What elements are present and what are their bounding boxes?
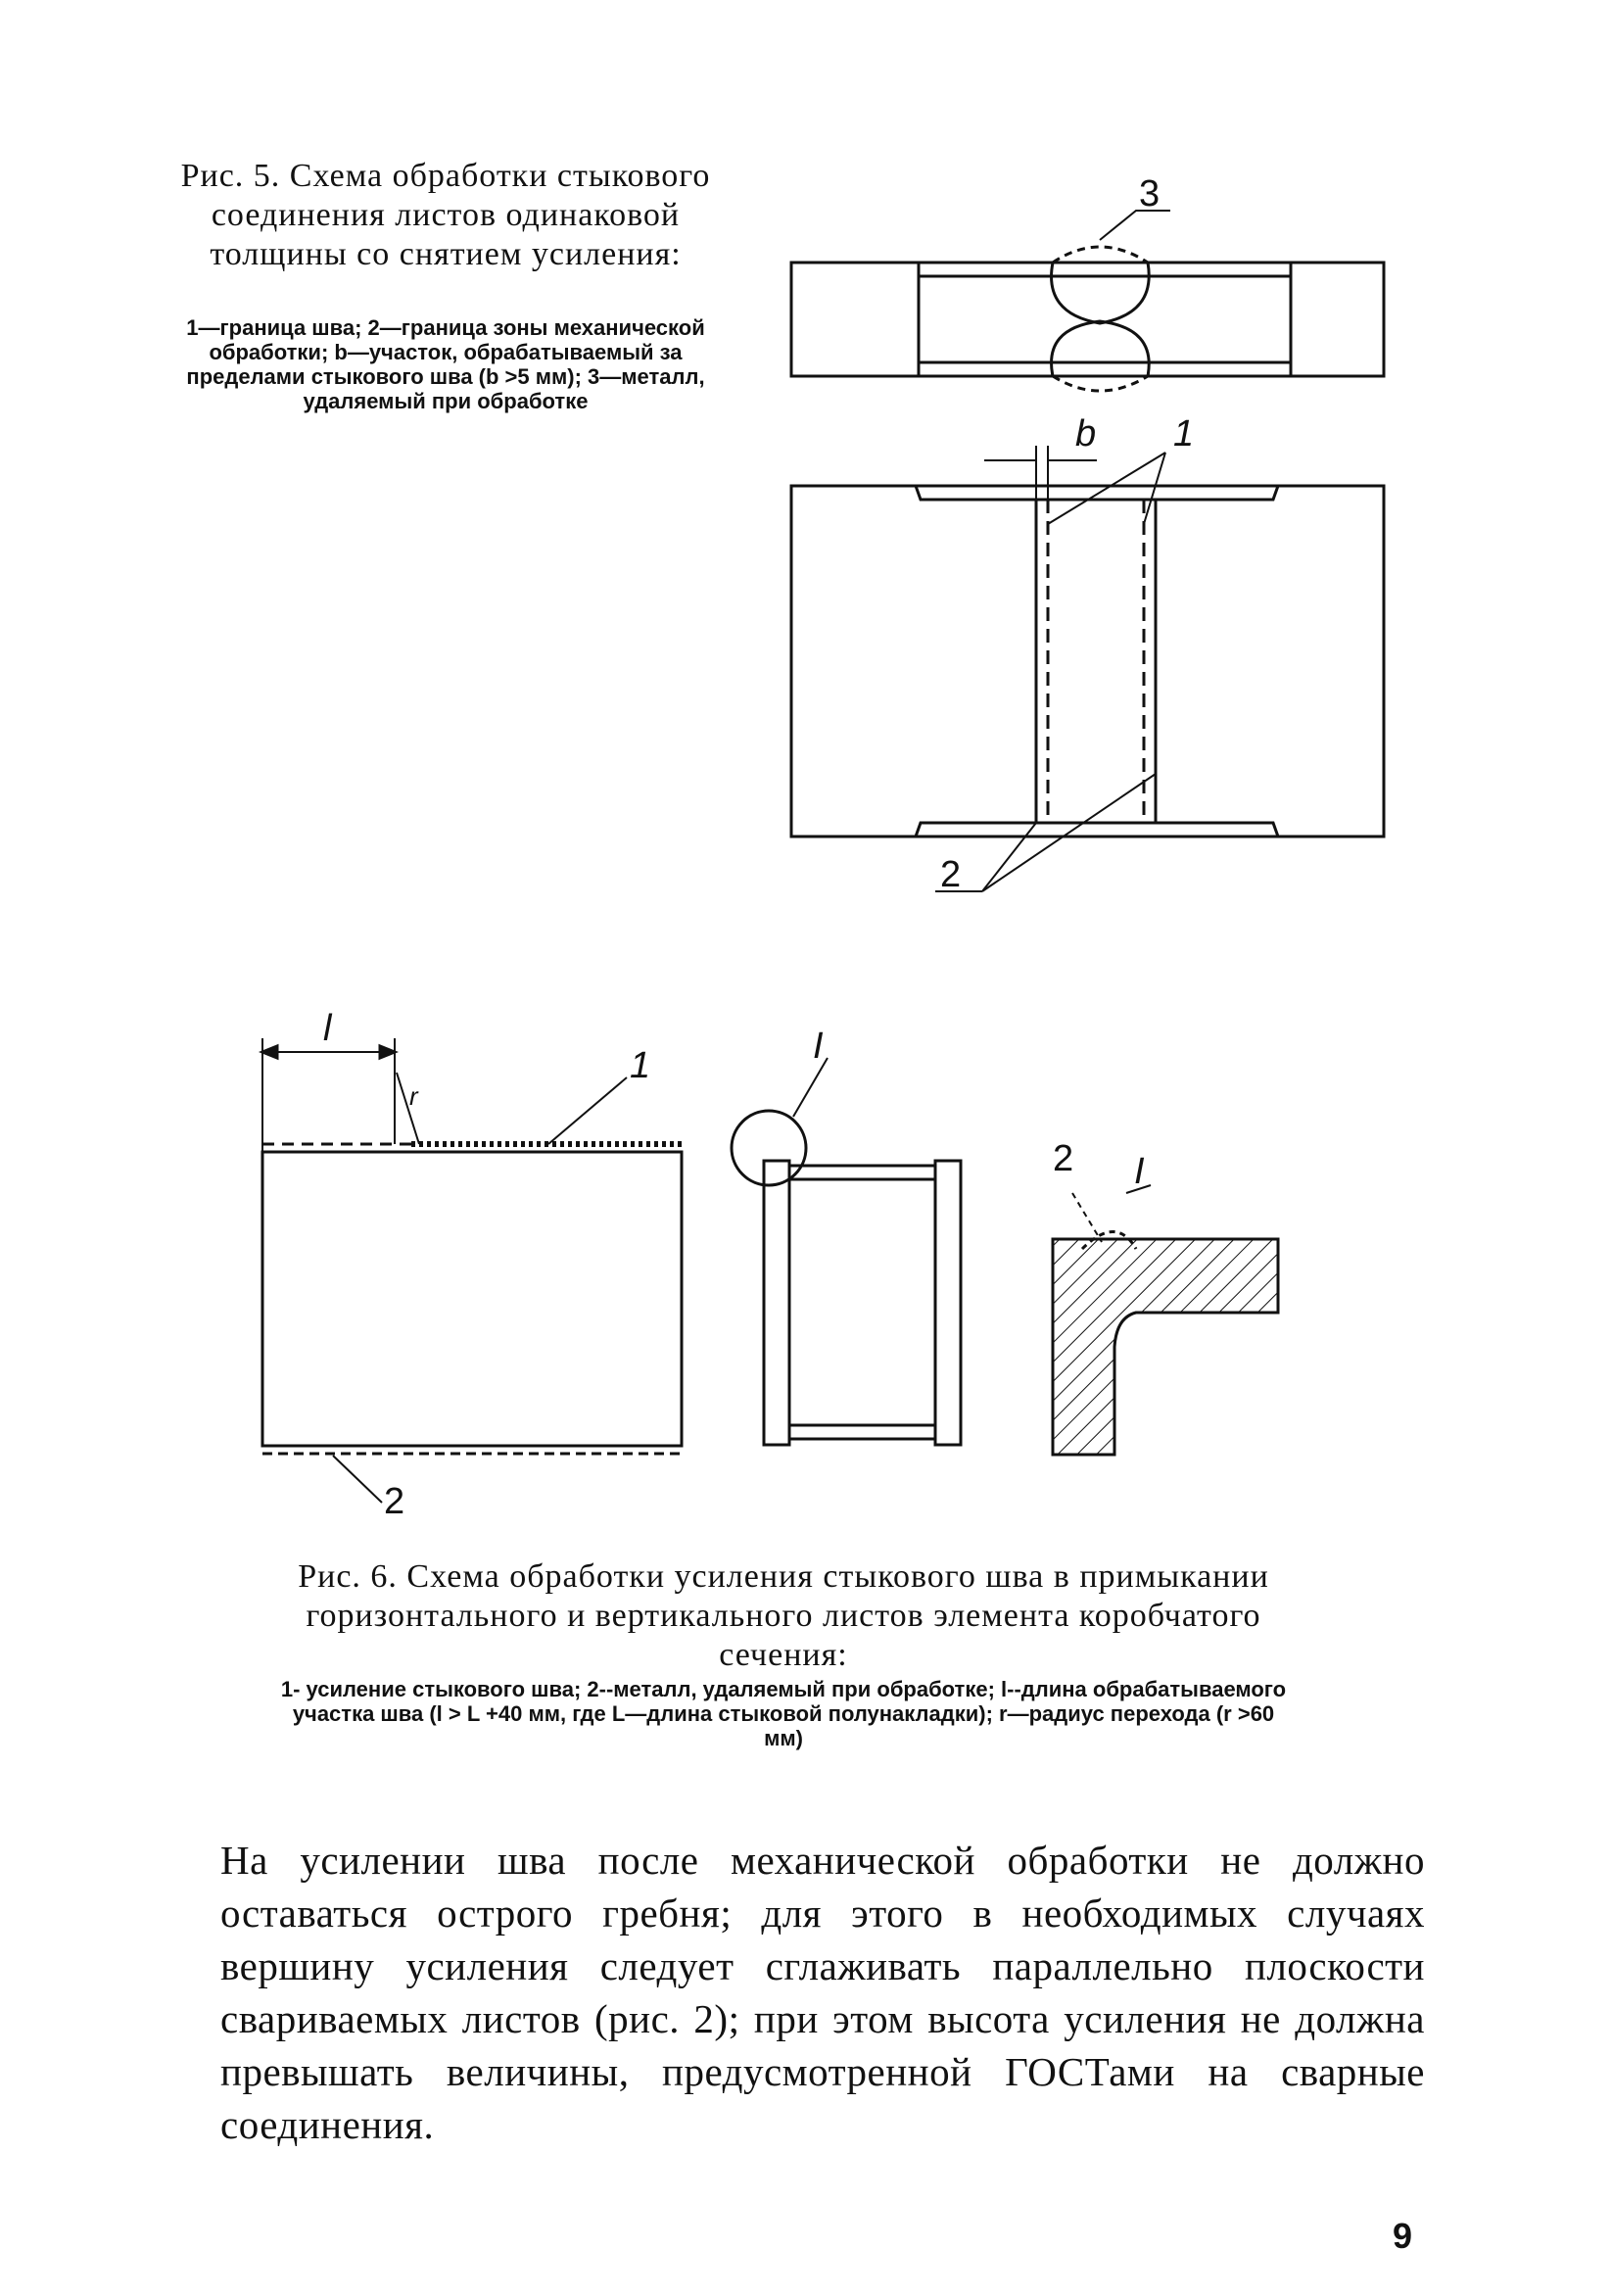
fig6-detail-section [1051,1237,1280,1457]
fig6-label-I: I [813,1026,824,1067]
fig6-label-2-detail: 2 [1053,1138,1073,1179]
fig6-label-2: 2 [384,1481,404,1522]
fig6-box-right-wall [933,1159,963,1447]
fig6-label-r: r [409,1081,419,1111]
fig6-label-I-detail: I [1134,1151,1145,1192]
fig6-plate [261,1150,684,1448]
fig5-plate-section [789,261,1386,378]
fig5-label-2: 2 [940,854,961,895]
fig5-removed-bottom [1052,374,1149,393]
fig6-detail-circle [730,1109,808,1187]
fig5-caption-title: Рис. 5. Схема обработки стыкового соедин… [180,158,711,272]
fig5-diagram: 3 b 1 2 [789,173,1386,895]
fig6-diagram: l r 1 2 I 2 I [258,1008,1280,1522]
fig6-label-l: l [323,1008,333,1049]
fig5-weld-bottom [1050,319,1151,377]
fig6-box-left-wall [762,1159,791,1447]
fig5-label-3: 3 [1139,173,1160,215]
body-paragraph: На усилении шва после механической обраб… [220,1838,1425,2147]
fig5-weld-top [1050,262,1151,325]
page-number: 9 [1393,2216,1413,2256]
fig5-removed-top [1052,245,1149,264]
fig6-caption-legend: 1- усиление стыкового шва; 2--металл, уд… [280,1677,1287,1750]
fig5-label-1: 1 [1173,413,1194,454]
fig6-label-1: 1 [630,1045,650,1086]
fig6-caption-title: Рис. 6. Схема обработки усиления стыково… [298,1558,1269,1673]
fig5-caption-legend: 1—граница шва; 2—граница зоны механическ… [186,315,705,413]
fig5-plate-plan [789,484,1386,838]
fig5-label-b: b [1075,413,1096,454]
